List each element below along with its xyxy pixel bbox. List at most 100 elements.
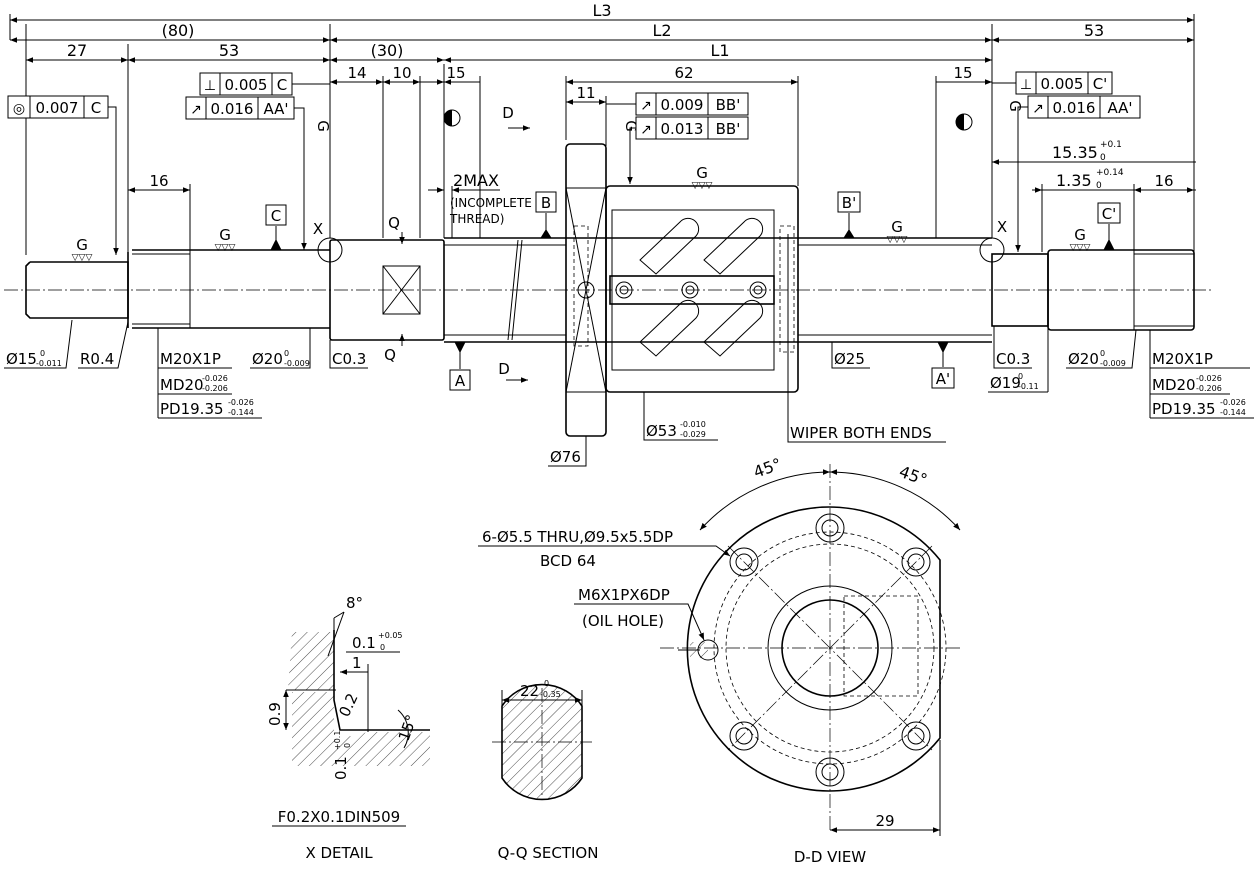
ball-screw-main-view [4, 143, 1214, 437]
dim-14: 14 [347, 64, 366, 82]
callout-pd1935-right: PD19.35 [1152, 400, 1216, 418]
dimension-chains: L3 (80) L2 53 27 53 (30) L1 14 10 15 62 … [9, 1, 1195, 255]
dview-angle-45-left: 45° [751, 454, 784, 482]
grind-label-8: G [1006, 100, 1024, 112]
grind-label-5: G [1074, 226, 1086, 244]
detail-x-circle-right [979, 237, 1005, 263]
retainer-plate [609, 275, 775, 305]
grind-label-2: G [219, 226, 231, 244]
dim-10: 10 [392, 64, 411, 82]
callout-m20-right: M20X1P [1152, 350, 1213, 368]
gdt-runout-right-value: 0.016 [1053, 99, 1096, 117]
callout-c03-left: C0.3 [332, 350, 366, 368]
nut-body [605, 185, 799, 393]
shaft-dimensions: 16 16 2MAX (INCOMPLETE THREAD) 15.35 +0.… [128, 140, 1196, 252]
grind-symbol-3: ▽▽▽ [692, 181, 713, 191]
datum-labels: C B A B' A' C' [265, 191, 1121, 391]
dim-L3: L3 [592, 1, 611, 20]
runout-icon-nut2: ↗ [640, 122, 652, 138]
xdetail-d01-up: +0.05 [378, 631, 403, 640]
dim-L1: L1 [710, 41, 729, 60]
callout-wiper: WIPER BOTH ENDS [790, 424, 932, 442]
xdetail-d01b-lo: 0 [343, 743, 352, 748]
thread-m20-right [1047, 249, 1195, 331]
grind-symbol-1: ▽▽▽ [72, 253, 93, 263]
qsection-d22: 22 [520, 682, 539, 700]
note-incomplete-1: (INCOMPLETE [450, 196, 532, 210]
note-incomplete-2: THREAD) [449, 212, 504, 226]
xdetail-d01: 0.1 [352, 634, 376, 652]
perpendicularity-icon-right: ⊥ [1020, 77, 1032, 93]
gdt-runout-nut1-ref: BB' [716, 96, 741, 114]
grind-label-3: G [696, 164, 708, 182]
xdetail-d01b-up: +0.1 [333, 731, 342, 750]
gdt-runout-left-value: 0.016 [211, 100, 254, 118]
xdetail-d09: 0.9 [266, 702, 284, 726]
gdt-runout-nut2-ref: BB' [716, 120, 741, 138]
qsection-d22-lo: -0.35 [540, 690, 561, 699]
callout-pd1935-right-up: -0.026 [1220, 398, 1246, 407]
dview-oil-thread: M6X1PX6DP [578, 586, 670, 604]
callout-d20-right: Ø20 [1068, 350, 1099, 368]
callout-d20-left: Ø20 [252, 350, 283, 368]
q-marker-bottom: Q [384, 346, 396, 364]
callout-md20-right-lo: -0.206 [1196, 384, 1222, 393]
dd-view: 45° 45° 6-Ø5.5 THRU,Ø9.5x5.5DP BCD 64 M6… [478, 454, 961, 866]
xdetail-spec: F0.2X0.1DIN509 [278, 808, 400, 826]
dim-15-35-tol-lo: 0 [1100, 153, 1106, 163]
runout-icon-right: ↗ [1032, 101, 1044, 117]
d-marker-top: D [502, 104, 514, 122]
dim-30: (30) [371, 41, 404, 60]
callout-d15-up: 0 [40, 349, 45, 358]
perpendicularity-icon: ⊥ [204, 78, 216, 94]
detail-x-circle-left [317, 237, 343, 263]
runout-icon-nut1: ↗ [640, 98, 652, 114]
qq-section-view: 22 0 -0.35 Q-Q SECTION [492, 679, 598, 862]
gdt-conc-value: 0.007 [36, 99, 79, 117]
datum-C: C [271, 207, 281, 225]
callout-d76: Ø76 [550, 448, 581, 466]
gdt-perp-left-ref: C [277, 76, 287, 94]
dim-15-35-tol-up: +0.1 [1100, 140, 1122, 150]
datum-B-prime: B' [842, 194, 856, 212]
dim-27: 27 [67, 41, 87, 60]
gdt-runout-left-ref: AA' [263, 100, 288, 118]
flange-outline [686, 506, 941, 792]
callout-d15-lo: -0.011 [36, 359, 62, 368]
gdt-runout-right-ref: AA' [1107, 99, 1132, 117]
x-marker-right: X [997, 218, 1007, 236]
dview-holes-spec: 6-Ø5.5 THRU,Ø9.5x5.5DP [482, 528, 673, 546]
datum-A: A [455, 372, 466, 390]
callout-r04: R0.4 [80, 350, 114, 368]
shaft-flat-section [329, 239, 445, 341]
concentricity-icon: ◎ [13, 101, 25, 117]
qsection-title: Q-Q SECTION [498, 844, 599, 862]
callout-d25: Ø25 [834, 350, 865, 368]
x-marker-left: X [313, 220, 323, 238]
gdt-perp-left-value: 0.005 [225, 76, 268, 94]
dim-1-35-tol-up: +0.14 [1096, 168, 1124, 178]
gdt-conc-ref: C [91, 99, 101, 117]
dview-oil-label: (OIL HOLE) [582, 612, 664, 630]
callout-md20-left: MD20 [160, 376, 204, 394]
xdetail-d02: 0.2 [335, 690, 361, 719]
datum-A-prime: A' [936, 370, 950, 388]
dim-16-right: 16 [1154, 172, 1173, 190]
datum-C-prime: C' [1102, 205, 1117, 223]
xdetail-title: X DETAIL [305, 844, 373, 862]
callout-d20-right-up: 0 [1100, 349, 1105, 358]
grind-label-1: G [76, 236, 88, 254]
gdt-perp-right-ref: C' [1093, 75, 1108, 93]
grinding-marks: G ▽▽▽ G ▽▽▽ G ▽▽▽ G ▽▽▽ G ▽▽▽ G G G [72, 100, 1091, 263]
callout-d15: Ø15 [6, 350, 37, 368]
dim-15-left: 15 [446, 64, 465, 82]
grind-label-4: G [891, 218, 903, 236]
callout-d53-lo: -0.029 [680, 430, 706, 439]
dim-L2: L2 [652, 21, 671, 40]
dim-11: 11 [576, 84, 595, 102]
dim-2max: 2MAX [453, 171, 499, 190]
dim-53-left: 53 [219, 41, 239, 60]
dim-15-right: 15 [953, 64, 972, 82]
xdetail-d01b: 0.1 [332, 756, 350, 780]
wrench-flat [382, 265, 421, 315]
